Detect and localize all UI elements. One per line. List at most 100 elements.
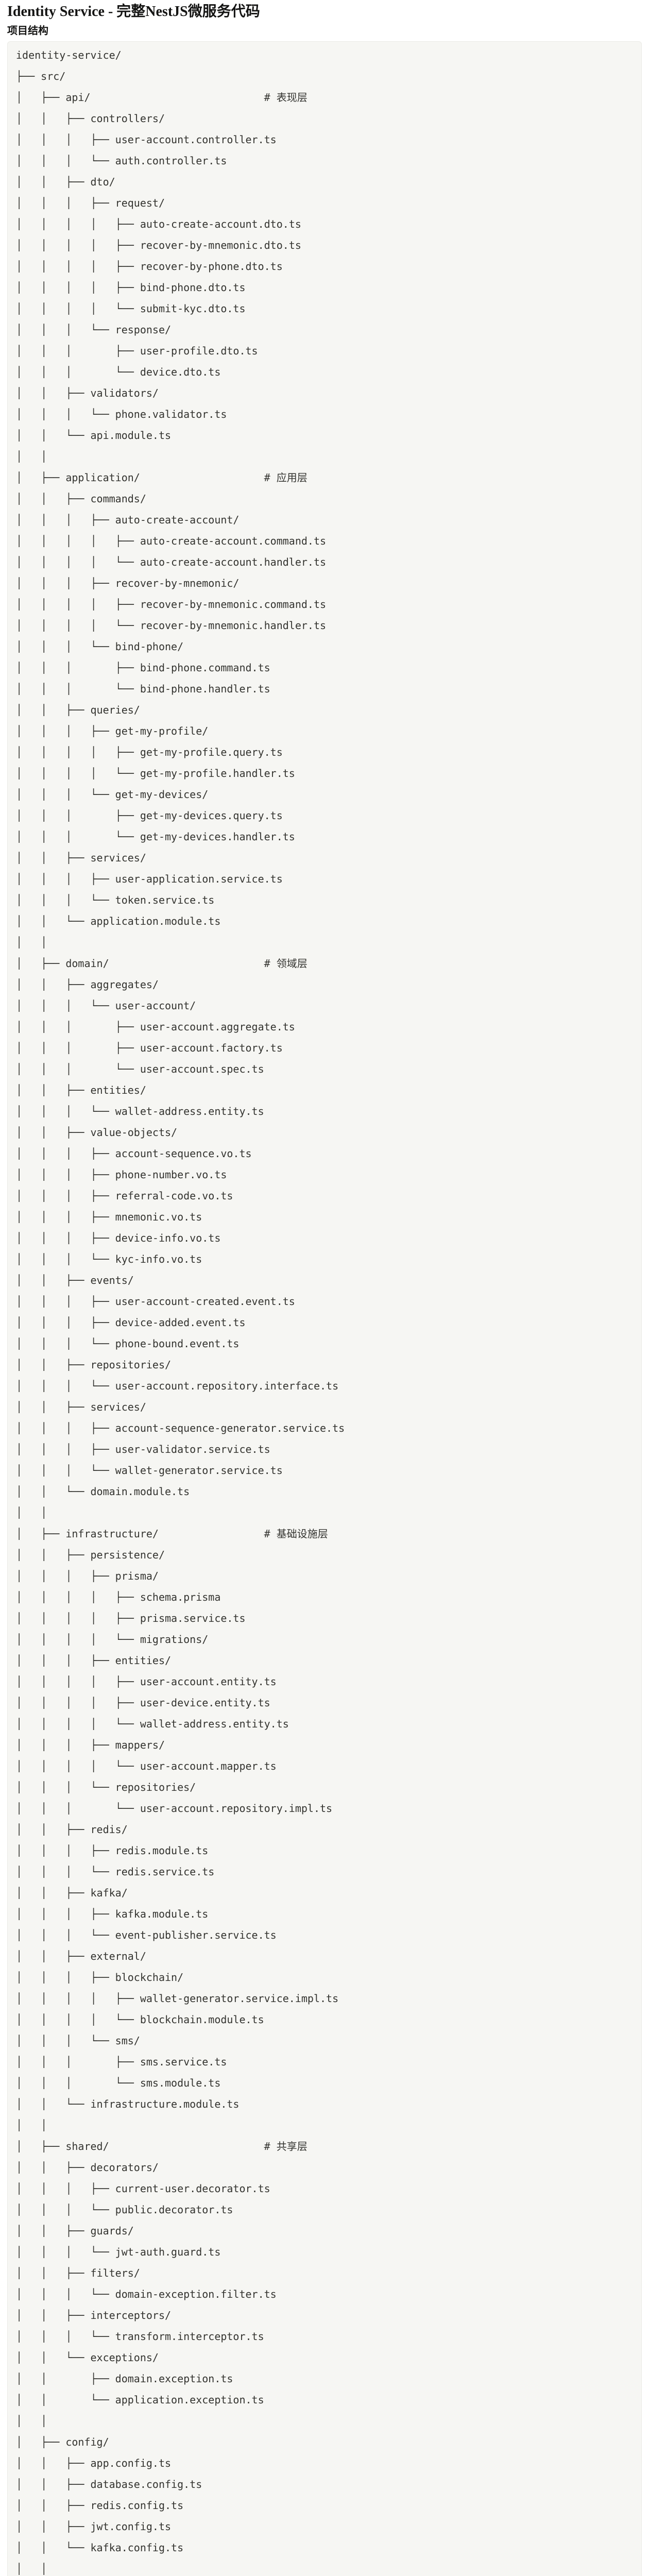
- tree-line: │ │: [16, 936, 47, 948]
- tree-line: │ │ ├── external/: [16, 1950, 146, 1962]
- tree-line: │ │ │ ├── user-profile.dto.ts: [16, 344, 258, 357]
- tree-line: │ │ ├── value-objects/: [16, 1126, 178, 1139]
- tree-line: │ │ ├── persistence/: [16, 1548, 165, 1561]
- tree-line: │ │ │ └── get-my-devices.handler.ts: [16, 830, 295, 843]
- tree-line: │ │ │ │ ├── user-account.entity.ts: [16, 1675, 277, 1688]
- tree-line: │ │ │ ├── user-account.factory.ts: [16, 1041, 283, 1054]
- tree-line: │ │ │ │ ├── auto-create-account.dto.ts: [16, 217, 301, 230]
- tree-line: │ │ ├── repositories/: [16, 1358, 172, 1371]
- tree-line: │ │ │ └── bind-phone.handler.ts: [16, 682, 270, 695]
- tree-line: │ │ │ └── redis.service.ts: [16, 1865, 215, 1878]
- tree-line: ├── src/: [16, 70, 66, 82]
- tree-line: │ │ │ │ ├── recover-by-mnemonic.command.…: [16, 598, 327, 611]
- tree-line: │ │ ├── queries/: [16, 703, 140, 716]
- tree-line: │ │ ├── decorators/: [16, 2161, 159, 2174]
- tree-line: │ │ │ ├── request/: [16, 196, 165, 209]
- tree-line: │ │ │ └── device.dto.ts: [16, 365, 221, 378]
- tree-line: │ ├── domain/ # 领域层: [16, 957, 308, 970]
- tree-line: │ │ └── api.module.ts: [16, 429, 172, 442]
- tree-line: │ │ │ ├── mnemonic.vo.ts: [16, 1210, 202, 1223]
- tree-line: │ │: [16, 2562, 47, 2575]
- tree-line: │ │ ├── jwt.config.ts: [16, 2520, 172, 2533]
- tree-line: │ │ │ ├── user-account-created.event.ts: [16, 1295, 295, 1308]
- tree-line: │ │ ├── aggregates/: [16, 978, 159, 991]
- page-title: Identity Service - 完整NestJS微服务代码: [7, 4, 260, 20]
- tree-line: │ │ ├── entities/: [16, 1083, 146, 1096]
- tree-line: │ │ │ ├── user-account.aggregate.ts: [16, 1020, 295, 1033]
- tree-line: │ │ │ ├── current-user.decorator.ts: [16, 2182, 270, 2195]
- file-tree: identity-service/├── src/│ ├── api/ # 表现…: [16, 45, 633, 2576]
- tree-line: │ │ │ │ ├── schema.prisma: [16, 1590, 221, 1603]
- tree-line: │ │ ├── services/: [16, 1400, 146, 1413]
- tree-line: │ │: [16, 1506, 47, 1519]
- tree-line: │ │ ├── events/: [16, 1274, 134, 1286]
- tree-line: │ ├── infrastructure/ # 基础设施层: [16, 1527, 328, 1540]
- tree-line: │ │ ├── services/: [16, 851, 146, 864]
- tree-line: │ │ │ └── token.service.ts: [16, 893, 215, 906]
- tree-line: │ │ │ └── jwt-auth.guard.ts: [16, 2245, 221, 2258]
- tree-line: │ │ │ │ └── auto-create-account.handler.…: [16, 555, 327, 568]
- tree-line: │ │ │ ├── get-my-devices.query.ts: [16, 809, 283, 822]
- tree-line: │ │ ├── domain.exception.ts: [16, 2372, 233, 2385]
- code-block: identity-service/├── src/│ ├── api/ # 表现…: [7, 41, 642, 2576]
- tree-line: │ │ │ ├── redis.module.ts: [16, 1844, 209, 1857]
- tree-line: │ │ │ └── user-account/: [16, 999, 196, 1012]
- tree-line: │ │: [16, 450, 47, 463]
- tree-line: │ │ │ ├── mappers/: [16, 1738, 165, 1751]
- tree-line: │ │ ├── validators/: [16, 386, 159, 399]
- tree-line: │ │ │ └── wallet-address.entity.ts: [16, 1105, 264, 1117]
- tree-line: │ │ ├── controllers/: [16, 112, 165, 125]
- tree-line: │ │: [16, 2414, 47, 2427]
- tree-line: │ │ │ ├── user-validator.service.ts: [16, 1443, 270, 1455]
- tree-line: │ │ │ ├── sms.service.ts: [16, 2055, 227, 2068]
- tree-line: │ │ └── infrastructure.module.ts: [16, 2097, 240, 2110]
- tree-line: │ │ │ ├── phone-number.vo.ts: [16, 1168, 227, 1181]
- tree-line: │ │ └── domain.module.ts: [16, 1485, 190, 1498]
- tree-line: │ │ │ │ ├── user-device.entity.ts: [16, 1696, 270, 1709]
- tree-line: │ │ │ └── get-my-devices/: [16, 788, 209, 801]
- tree-line: │ │ │ └── bind-phone/: [16, 640, 184, 653]
- tree-line: │ │ │ └── phone.validator.ts: [16, 408, 227, 420]
- tree-line: │ │ └── application.exception.ts: [16, 2393, 264, 2406]
- tree-line: │ │ │ │ └── get-my-profile.handler.ts: [16, 767, 295, 779]
- tree-line: │ │ │ │ ├── recover-by-phone.dto.ts: [16, 260, 283, 273]
- tree-line: │ │ │ └── repositories/: [16, 1781, 196, 1793]
- tree-line: │ │ │ ├── prisma/: [16, 1569, 159, 1582]
- tree-line: │ │ │ ├── device-added.event.ts: [16, 1316, 246, 1329]
- tree-line: │ │ │ └── wallet-generator.service.ts: [16, 1464, 283, 1477]
- tree-line: │ │ │ ├── referral-code.vo.ts: [16, 1189, 233, 1202]
- tree-line: │ │ │ │ └── submit-kyc.dto.ts: [16, 302, 246, 315]
- tree-line: │ │ │ └── domain-exception.filter.ts: [16, 2287, 277, 2300]
- tree-line: │ │ │ │ └── user-account.mapper.ts: [16, 1759, 277, 1772]
- tree-line: │ │ │ └── event-publisher.service.ts: [16, 1928, 277, 1941]
- tree-line: │ │ │ │ ├── recover-by-mnemonic.dto.ts: [16, 239, 301, 251]
- tree-line: │ │ │ └── public.decorator.ts: [16, 2203, 233, 2216]
- tree-line: │ ├── shared/ # 共享层: [16, 2140, 308, 2153]
- tree-line: │ │ └── exceptions/: [16, 2351, 159, 2364]
- tree-line: │ │ │ └── user-account.repository.interf…: [16, 1379, 339, 1392]
- tree-line: │ │ ├── redis.config.ts: [16, 2499, 184, 2512]
- tree-line: │ │ │ │ └── blockchain.module.ts: [16, 2013, 264, 2026]
- tree-line: │ │ │ ├── account-sequence.vo.ts: [16, 1147, 252, 1160]
- tree-line: │ ├── application/ # 应用层: [16, 471, 308, 484]
- tree-line: │ │ │ │ ├── prisma.service.ts: [16, 1612, 246, 1624]
- tree-line: │ │ │ │ ├── bind-phone.dto.ts: [16, 281, 246, 294]
- tree-line: │ │ │ ├── kafka.module.ts: [16, 1907, 209, 1920]
- tree-line: │ │: [16, 2119, 47, 2131]
- tree-line: │ │ │ │ └── migrations/: [16, 1633, 209, 1646]
- tree-line: │ │ │ ├── blockchain/: [16, 1971, 184, 1984]
- tree-line: │ │ └── kafka.config.ts: [16, 2541, 184, 2554]
- tree-line: │ │ └── application.module.ts: [16, 914, 221, 927]
- tree-line: │ │ │ └── user-account.spec.ts: [16, 1062, 264, 1075]
- tree-line: │ │ ├── database.config.ts: [16, 2478, 202, 2490]
- tree-line: │ │ │ └── sms.module.ts: [16, 2076, 221, 2089]
- tree-line: identity-service/: [16, 48, 122, 61]
- tree-line: │ │ ├── guards/: [16, 2224, 134, 2237]
- tree-line: │ │ │ ├── recover-by-mnemonic/: [16, 577, 240, 589]
- tree-line: │ │ │ └── transform.interceptor.ts: [16, 2330, 264, 2343]
- tree-line: │ │ │ ├── user-application.service.ts: [16, 872, 283, 885]
- tree-line: │ │ ├── app.config.ts: [16, 2456, 172, 2469]
- tree-line: │ │ │ │ └── wallet-address.entity.ts: [16, 1717, 289, 1730]
- tree-line: │ │ │ │ ├── get-my-profile.query.ts: [16, 745, 283, 758]
